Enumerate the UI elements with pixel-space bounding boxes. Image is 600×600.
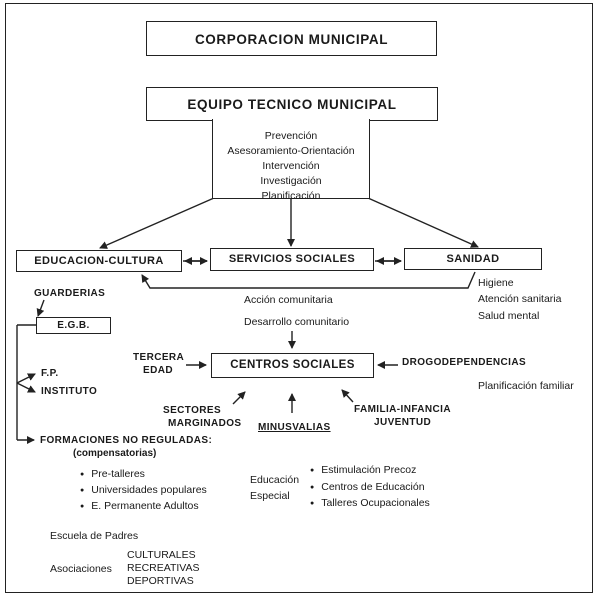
servicios-item-accion: Acción comunitaria (244, 294, 333, 306)
function-planificacion: Planificación (261, 190, 321, 202)
educacion-label: EDUCACION-CULTURA (34, 255, 164, 267)
arrow-to-sanidad (367, 197, 479, 248)
drogodependencias-label: DROGODEPENDENCIAS (402, 357, 527, 368)
corporacion-box: CORPORACION MUNICIPAL (146, 21, 437, 56)
educacion-especial-line1: Educación (250, 474, 300, 486)
instituto-label: INSTITUTO (41, 386, 98, 397)
sanidad-item-higiene: Higiene (478, 277, 514, 289)
asociaciones-item-culturales: CULTURALES (127, 549, 196, 561)
sanidad-item-atencion: Atención sanitaria (478, 293, 562, 305)
tercera-edad-line2: EDAD (143, 365, 173, 376)
sectores-line1: SECTORES (163, 405, 222, 416)
formaciones-label: FORMACIONES NO REGULADAS: (40, 435, 213, 446)
formaciones-item-permanente: E. Permanente Adultos (80, 501, 198, 512)
minusvalias-label: MINUSVALIAS (258, 422, 331, 433)
servicios-label: SERVICIOS SOCIALES (228, 253, 356, 265)
arrow-guarderias-egb (36, 299, 45, 317)
centros-label: CENTROS SOCIALES (230, 359, 355, 371)
corporacion-title: CORPORACION MUNICIPAL (194, 32, 389, 47)
asociaciones-label: Asociaciones (50, 563, 112, 575)
centros-box: CENTROS SOCIALES (211, 353, 374, 378)
tercera-edad-line1: TERCERA (133, 352, 185, 363)
equipo-title: EQUIPO TECNICO MUNICIPAL (187, 97, 397, 112)
sectores-line2: MARGINADOS (168, 418, 242, 429)
formaciones-item-pretalleres: Pre-talleres (80, 469, 145, 480)
functions-list: Prevención Asesoramiento-Orientación Int… (213, 119, 369, 202)
arrow-to-instituto (16, 382, 36, 393)
educacion-box: EDUCACION-CULTURA (16, 250, 182, 272)
arrow-to-educacion (99, 197, 215, 249)
asociaciones-item-deportivas: DEPORTIVAS (127, 575, 194, 587)
asociaciones-item-recreativas: RECREATIVAS (127, 562, 200, 574)
compensatorias-label: (compensatorias) (73, 448, 157, 459)
egb-box: E.G.B. (36, 317, 111, 334)
arrow-to-fp (16, 373, 36, 384)
formaciones-item-universidades: Universidades populares (80, 485, 207, 496)
function-investigacion: Investigación (260, 175, 322, 187)
function-prevencion: Prevención (264, 130, 318, 142)
especial-item-centros: Centros de Educación (310, 482, 424, 493)
function-asesoramiento: Asesoramiento-Orientación (227, 145, 355, 157)
function-intervencion: Intervención (262, 160, 320, 172)
especial-item-estimulacion: Estimulación Precoz (310, 465, 416, 476)
sanidad-label: SANIDAD (446, 253, 500, 265)
diagram-frame (5, 3, 593, 593)
familia-line2: JUVENTUD (374, 417, 432, 428)
arrow-sectores-centros (232, 391, 246, 405)
especial-item-talleres: Talleres Ocupacionales (310, 498, 430, 509)
egb-label: E.G.B. (57, 320, 90, 331)
servicios-item-desarrollo: Desarrollo comunitario (244, 316, 350, 328)
escuela-padres-label: Escuela de Padres (50, 530, 139, 542)
servicios-box: SERVICIOS SOCIALES (210, 248, 374, 271)
equipo-box: EQUIPO TECNICO MUNICIPAL (146, 87, 438, 121)
arrow-familia-centros (341, 389, 354, 403)
arrow-bottom-link (141, 271, 476, 289)
educacion-especial-line2: Especial (250, 490, 290, 502)
sanidad-item-salud: Salud mental (478, 310, 540, 322)
functions-box: Prevención Asesoramiento-Orientación Int… (212, 119, 370, 202)
guarderias-label: GUARDERIAS (34, 288, 106, 299)
fp-label: F.P. (41, 368, 59, 379)
familia-line1: FAMILIA-INFANCIA (354, 404, 451, 415)
sanidad-box: SANIDAD (404, 248, 542, 270)
planificacion-familiar-label: Planificación familiar (478, 380, 574, 392)
